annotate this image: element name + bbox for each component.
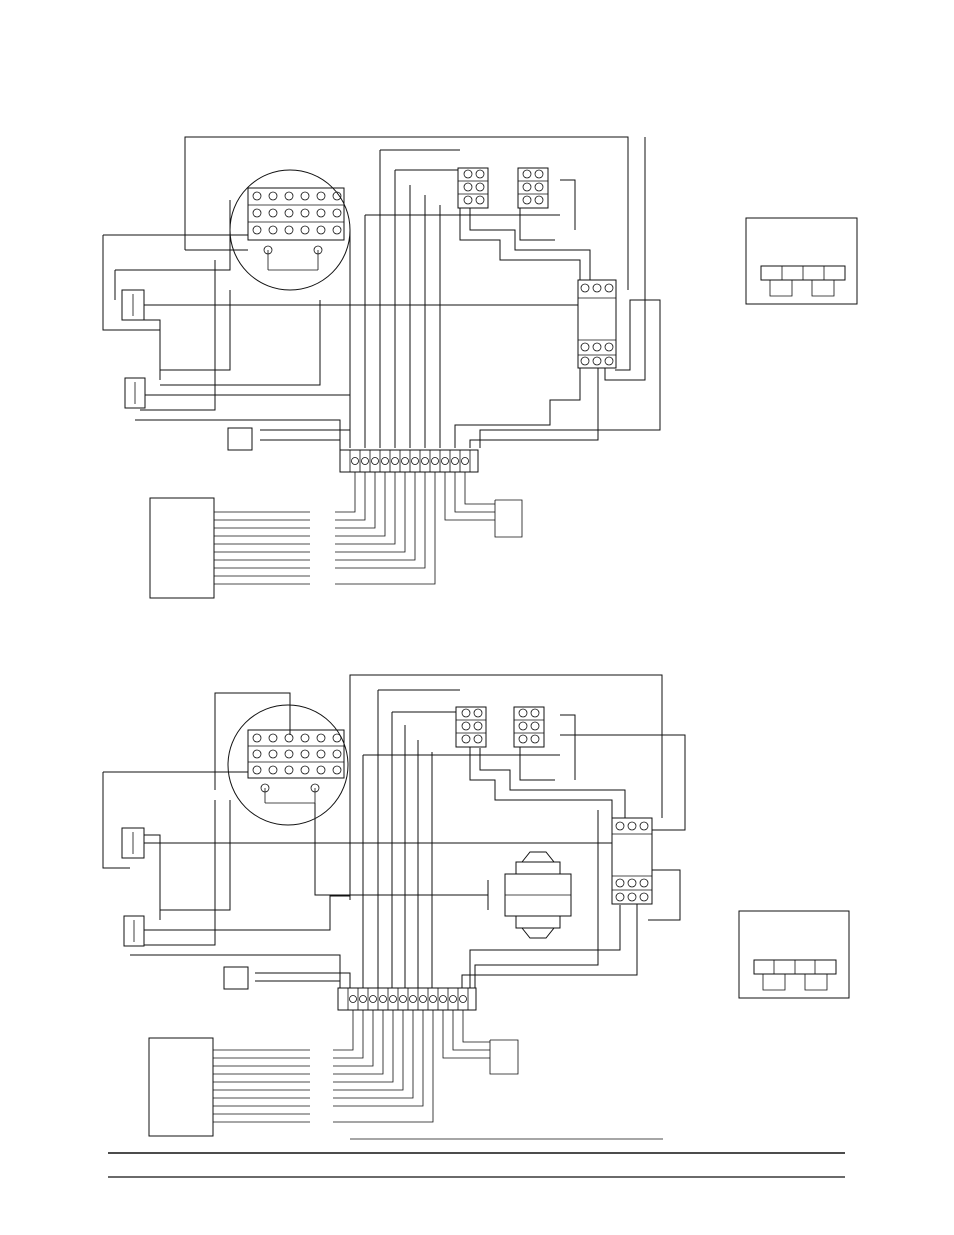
motor-switch-circle <box>230 170 350 290</box>
relay-2-lower <box>514 707 544 747</box>
contactor-lower <box>612 818 652 904</box>
motor-switch-circle-lower <box>228 705 348 825</box>
relay-2 <box>518 168 548 208</box>
thermostat-switch-lower <box>224 967 248 989</box>
jumper-box-lower <box>739 911 849 998</box>
terminal-block <box>340 450 478 472</box>
jumper-box <box>746 218 857 304</box>
upper-wiring-diagram <box>103 137 857 598</box>
harness-connector-box <box>150 498 310 598</box>
limit-switch-upper-lower <box>122 828 144 858</box>
relay-1-lower <box>456 707 486 747</box>
harness-connector-box-lower <box>149 1038 310 1136</box>
lower-wires <box>103 675 685 988</box>
thermostat-switch <box>228 428 252 450</box>
contactor <box>578 280 616 368</box>
terminal-block-lower <box>338 988 476 1010</box>
lower-lead-wires <box>333 1010 518 1122</box>
transformer <box>505 852 571 938</box>
upper-wires <box>103 137 660 450</box>
limit-switch-lower-lower <box>124 916 144 946</box>
lower-wiring-diagram <box>103 675 849 1139</box>
upper-lead-wires <box>335 472 522 584</box>
relay-1 <box>458 168 488 208</box>
limit-switch-lower <box>125 378 145 408</box>
limit-switch-upper <box>122 290 144 320</box>
